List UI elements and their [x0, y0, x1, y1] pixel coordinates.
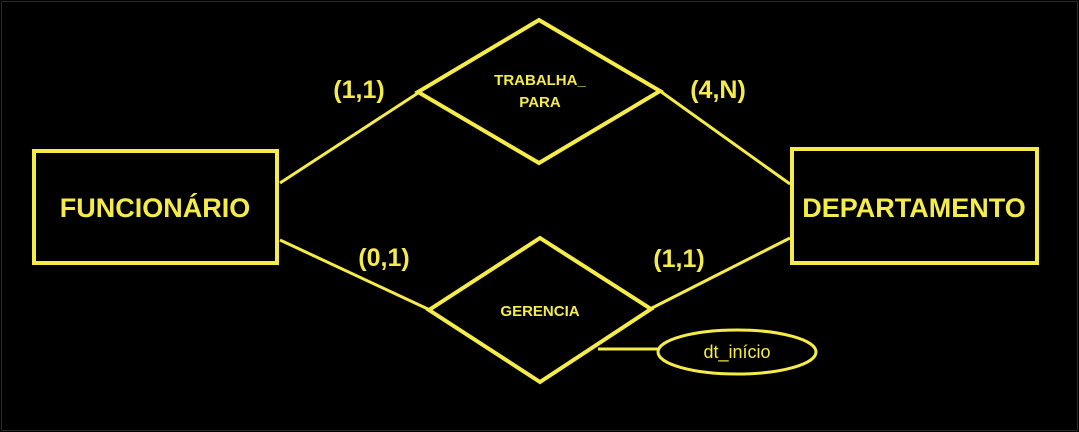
entity-departamento-label: DEPARTAMENTO [802, 193, 1026, 223]
relationship-trabalha-para-label-line1: TRABALHA_ [494, 72, 586, 89]
entity-funcionario [32, 149, 279, 265]
attribute-dt-inicio-label: dt_início [703, 342, 770, 363]
cardinality-trabalha-para-funcionario: (1,1) [333, 76, 384, 104]
cardinality-trabalha-para-departamento: (4,N) [690, 76, 746, 104]
connector-lines [279, 89, 791, 351]
line-gerencia-departamento [649, 236, 791, 311]
line-trabalha-para-departamento [659, 89, 791, 186]
line-funcionario-trabalha-para [279, 91, 419, 185]
relationship-gerencia-label: GERENCIA [500, 303, 579, 320]
entity-funcionario-label: FUNCIONÁRIO [60, 192, 251, 223]
relationship-gerencia [425, 235, 655, 385]
relationship-trabalha-para [414, 17, 664, 166]
line-funcionario-gerencia [279, 238, 431, 312]
cardinality-gerencia-funcionario: (0,1) [358, 244, 409, 272]
entity-departamento [790, 147, 1039, 265]
attribute-dt-inicio [656, 328, 818, 376]
relationship-trabalha-para-label-line2: PARA [519, 94, 561, 111]
cardinality-gerencia-departamento: (1,1) [653, 245, 704, 273]
